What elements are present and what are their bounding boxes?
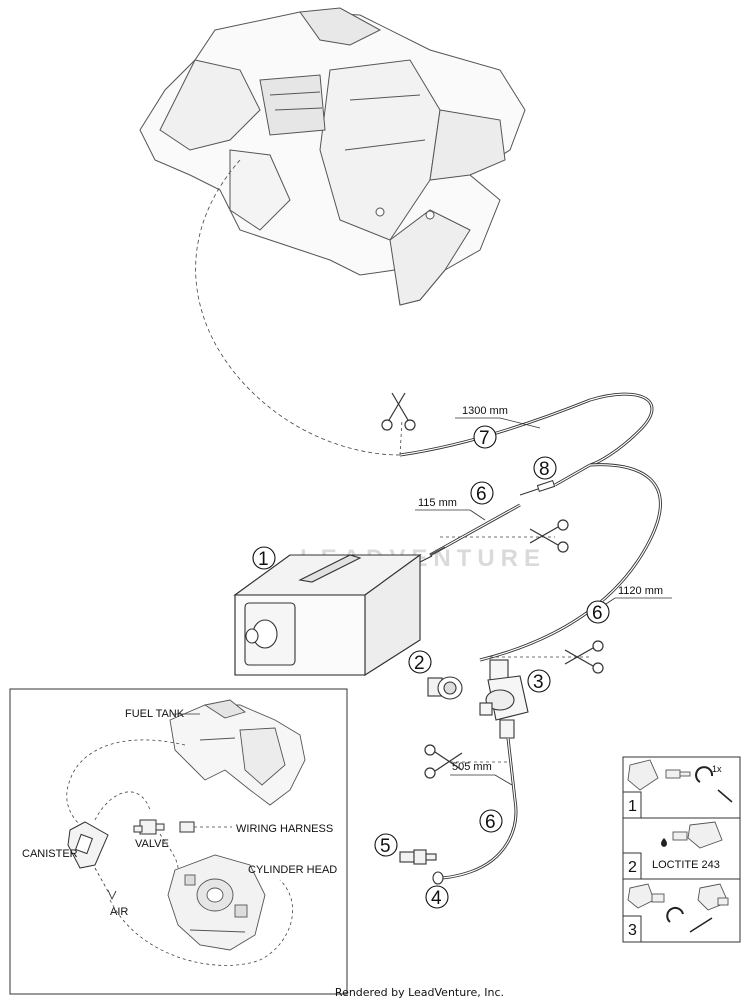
- part-number-2: 2: [414, 653, 425, 674]
- part-number-6: 6: [485, 812, 496, 833]
- scissors-icon: [381, 392, 416, 431]
- part-number-1: 1: [258, 549, 269, 570]
- part-4-ring: [432, 871, 444, 885]
- legend-row-2-number: 2: [628, 859, 637, 876]
- part-5-nipple: [399, 849, 437, 865]
- hose-7-length: 1300 mm: [462, 405, 508, 417]
- scissors-icon: [529, 519, 569, 553]
- canister-part-1: [233, 553, 433, 677]
- inset-canister-drawing: [67, 821, 109, 869]
- arrow-icon: [717, 789, 733, 803]
- hose-7: [399, 392, 654, 467]
- part-number-callouts: [252, 425, 610, 909]
- torque-arrow-icon: [695, 766, 714, 783]
- legend-row-2-note: LOCTITE 243: [652, 859, 720, 871]
- legend-row-3-number: 3: [628, 922, 637, 939]
- inset-label-canister: CANISTER: [22, 848, 78, 860]
- tank-vent-route: [195, 159, 401, 456]
- part-8-fitting: [519, 480, 556, 496]
- part-number-6: 6: [476, 484, 487, 505]
- inset-tank-route: [66, 739, 186, 826]
- torque-arrow-icon: [666, 907, 684, 923]
- part-number-6: 6: [592, 603, 603, 624]
- part-number-8: 8: [539, 459, 550, 480]
- part-number-7: 7: [479, 428, 490, 449]
- inset-label-fuel-tank: FUEL TANK: [125, 708, 185, 720]
- part-number-5: 5: [380, 836, 391, 857]
- render-credit: Rendered by LeadVenture, Inc.: [334, 986, 504, 999]
- part-2-plug: [427, 676, 463, 700]
- hose-6-lower: [437, 737, 518, 880]
- fuel-tank-drawing: [139, 7, 526, 306]
- inset-fuel-tank-drawing: [169, 699, 306, 806]
- inset-label-cylinder-head: CYLINDER HEAD: [248, 864, 337, 876]
- part-number-4: 4: [431, 888, 442, 909]
- inset-connector-drawing: [179, 821, 195, 833]
- scissors-icon: [564, 640, 604, 674]
- hose-6-long: [479, 463, 662, 662]
- drop-icon: [661, 838, 667, 847]
- assembly-legend: 1 1x 2 LOCTITE 243 3: [622, 756, 741, 943]
- legend-row-1-number: 1: [628, 798, 637, 815]
- part-number-3: 3: [533, 672, 544, 693]
- hose-6-short-length: 115 mm: [418, 497, 457, 509]
- valve-part-3: [479, 659, 529, 739]
- inset-label-air: AIR: [110, 906, 128, 918]
- inset-label-wiring-harness: WIRING HARNESS: [236, 823, 333, 835]
- scissors-icon: [424, 744, 463, 779]
- arrow-icon: [689, 917, 713, 933]
- inset-cylinder-head-drawing: [167, 854, 266, 951]
- hose-6-long-length: 1120 mm: [618, 585, 663, 597]
- inset-label-valve: VALVE: [135, 838, 169, 850]
- legend-row-1-note: 1x: [712, 764, 722, 774]
- inset-valve-drawing: [133, 819, 165, 835]
